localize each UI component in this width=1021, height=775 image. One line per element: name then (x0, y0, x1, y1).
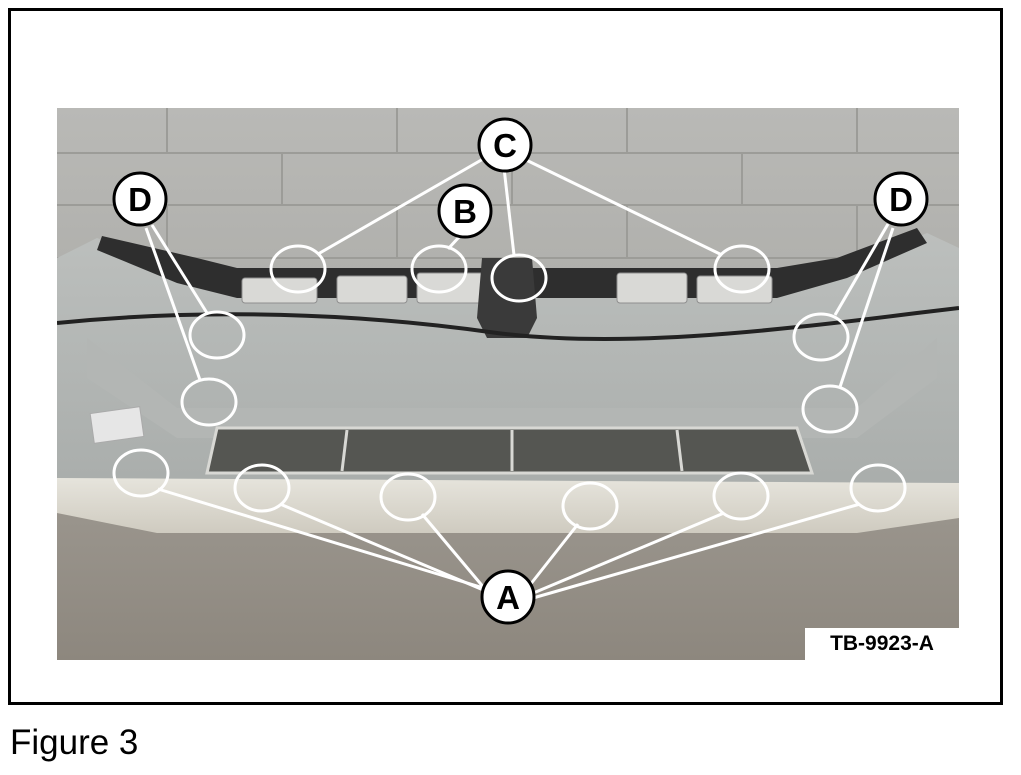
center-tab (477, 258, 537, 338)
lower-grille-bars (340, 429, 684, 472)
figure-code: TB-9923-A (805, 628, 959, 660)
bumper-photo (57, 108, 959, 660)
lower-grille-opening (205, 426, 815, 475)
figure-caption: Figure 3 (10, 723, 139, 762)
bumper-photo-drawing (57, 108, 959, 660)
bumper-recess (87, 338, 937, 438)
bumper-lower-lip (57, 478, 959, 533)
part-label-sticker (89, 406, 145, 444)
